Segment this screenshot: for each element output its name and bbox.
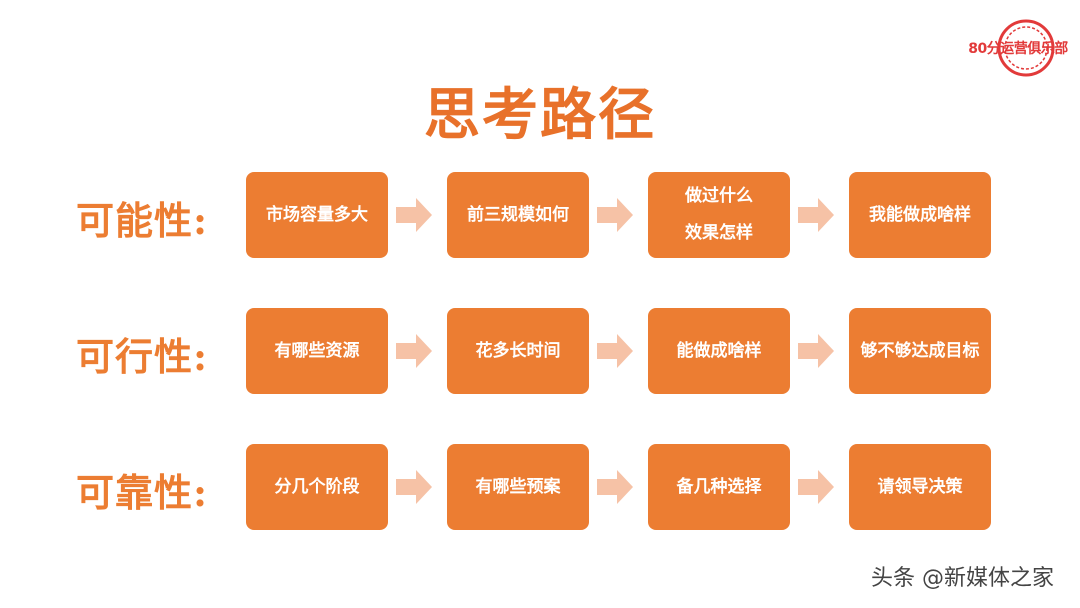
arrow-right-icon bbox=[597, 334, 633, 368]
step-box: 我能做成啥样 bbox=[849, 172, 991, 258]
step-box: 请领导决策 bbox=[849, 444, 991, 530]
page-title: 思考路径 bbox=[424, 82, 656, 148]
step-text: 有哪些资源 bbox=[274, 340, 360, 361]
logo-seal-icon bbox=[997, 19, 1055, 77]
step-text: 有哪些预案 bbox=[475, 476, 561, 497]
step-text: 分几个阶段 bbox=[274, 476, 360, 497]
step-box: 够不够达成目标 bbox=[849, 308, 991, 394]
step-text: 请领导决策 bbox=[877, 476, 963, 497]
arrow-right-icon bbox=[396, 470, 432, 504]
step-text: 前三规模如何 bbox=[467, 204, 569, 225]
step-text-line2: 效果怎样 bbox=[685, 223, 753, 243]
arrow-right-icon bbox=[798, 470, 834, 504]
arrow-right-icon bbox=[798, 334, 834, 368]
step-box: 市场容量多大 bbox=[246, 172, 388, 258]
arrow-right-icon bbox=[396, 198, 432, 232]
watermark: 头条 @新媒体之家 bbox=[871, 566, 1054, 591]
row-label-feasibility: 可行性: bbox=[76, 334, 209, 379]
step-text: 能做成啥样 bbox=[676, 340, 762, 361]
step-text: 我能做成啥样 bbox=[869, 204, 971, 225]
step-box: 有哪些资源 bbox=[246, 308, 388, 394]
row-label-feasibility-possibility: 可能性: bbox=[76, 198, 209, 243]
step-box: 前三规模如何 bbox=[447, 172, 589, 258]
step-text: 做过什么 bbox=[685, 186, 753, 207]
arrow-right-icon bbox=[798, 198, 834, 232]
step-text: 市场容量多大 bbox=[266, 204, 368, 225]
step-box: 分几个阶段 bbox=[246, 444, 388, 530]
logo-text: 80分运营俱乐部 bbox=[968, 41, 1068, 57]
step-box: 能做成啥样 bbox=[648, 308, 790, 394]
arrow-right-icon bbox=[396, 334, 432, 368]
arrow-right-icon bbox=[597, 198, 633, 232]
step-text: 备几种选择 bbox=[676, 476, 762, 497]
step-text: 花多长时间 bbox=[475, 340, 561, 361]
step-box: 有哪些预案 bbox=[447, 444, 589, 530]
club-logo: 80分运营俱乐部 bbox=[962, 17, 1074, 83]
step-box: 花多长时间 bbox=[447, 308, 589, 394]
arrow-right-icon bbox=[597, 470, 633, 504]
step-box: 备几种选择 bbox=[648, 444, 790, 530]
step-box: 做过什么 效果怎样 bbox=[648, 172, 790, 258]
step-text: 够不够达成目标 bbox=[860, 340, 980, 361]
row-label-reliability: 可靠性: bbox=[76, 470, 209, 515]
